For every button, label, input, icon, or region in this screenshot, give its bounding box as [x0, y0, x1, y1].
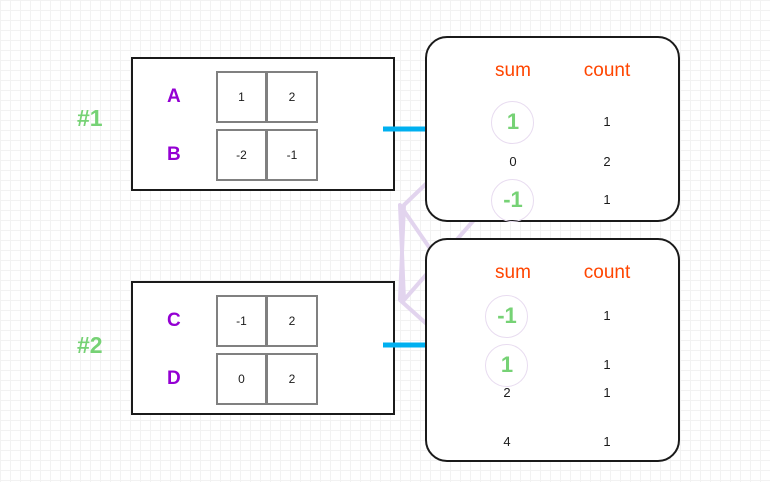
column-header-count: count: [583, 60, 631, 81]
value-cell: -1: [216, 295, 267, 347]
count-value: 1: [603, 357, 611, 372]
row-key-label: B: [167, 144, 181, 165]
partition-row: D 0 2: [133, 353, 393, 405]
aggregate-row: 4 1: [427, 425, 678, 459]
sum-value: 4: [503, 434, 511, 449]
aggregate-row: 1 1: [427, 344, 678, 387]
column-header-sum: sum: [495, 262, 531, 283]
group-label-1: #1: [77, 105, 103, 131]
partition-box-2: C -1 2 D 0 2: [131, 281, 395, 415]
count-value: 2: [603, 154, 611, 169]
value-cell: 2: [267, 71, 318, 123]
highlight-circle-icon: [485, 344, 528, 387]
value-cell: 2: [267, 353, 318, 405]
sum-value: -1: [503, 187, 523, 212]
aggregate-table-2: sum count -1 1 1 1 2 1 4 1: [425, 238, 680, 462]
cell-pair: 1 2: [216, 71, 318, 123]
value-cell: -1: [267, 129, 318, 181]
sum-value: 1: [500, 352, 514, 377]
group-label-2: #2: [77, 332, 103, 358]
value-cell: 2: [267, 295, 318, 347]
partition-row: C -1 2: [133, 295, 393, 347]
count-value: 1: [603, 114, 611, 129]
sum-value: -1: [497, 303, 517, 328]
sum-value: 0: [509, 154, 517, 169]
value-cell: -2: [216, 129, 267, 181]
aggregate-row: -1 1: [427, 295, 678, 338]
count-value: 1: [603, 308, 611, 323]
row-key-label: A: [167, 86, 181, 107]
row-key-label: D: [167, 368, 181, 389]
partition-box-1: A 1 2 B -2 -1: [131, 57, 395, 191]
sum-value: 1: [506, 109, 520, 134]
aggregate-row: 1 1: [427, 101, 678, 144]
partition-row: B -2 -1: [133, 129, 393, 181]
value-cell: 0: [216, 353, 267, 405]
cell-pair: -1 2: [216, 295, 318, 347]
cell-pair: -2 -1: [216, 129, 318, 181]
partition-row: A 1 2: [133, 71, 393, 123]
column-header-sum: sum: [495, 60, 531, 81]
cell-pair: 0 2: [216, 353, 318, 405]
highlight-circle-icon: [491, 101, 534, 144]
highlight-circle-icon: [485, 295, 528, 338]
value-cell: 1: [216, 71, 267, 123]
column-header-count: count: [583, 262, 631, 283]
row-key-label: C: [167, 310, 181, 331]
aggregate-header-row: sum count: [427, 262, 678, 286]
count-value: 1: [603, 192, 611, 207]
count-value: 1: [603, 434, 611, 449]
sum-value: 2: [503, 385, 511, 400]
aggregate-table-1: sum count 1 1 0 2 -1 1: [425, 36, 680, 222]
highlight-circle-icon: [491, 179, 534, 222]
count-value: 1: [603, 385, 611, 400]
aggregate-row: 2 1: [427, 376, 678, 410]
aggregate-row: -1 1: [427, 179, 678, 222]
aggregate-row: 0 2: [427, 145, 678, 179]
aggregate-header-row: sum count: [427, 60, 678, 84]
